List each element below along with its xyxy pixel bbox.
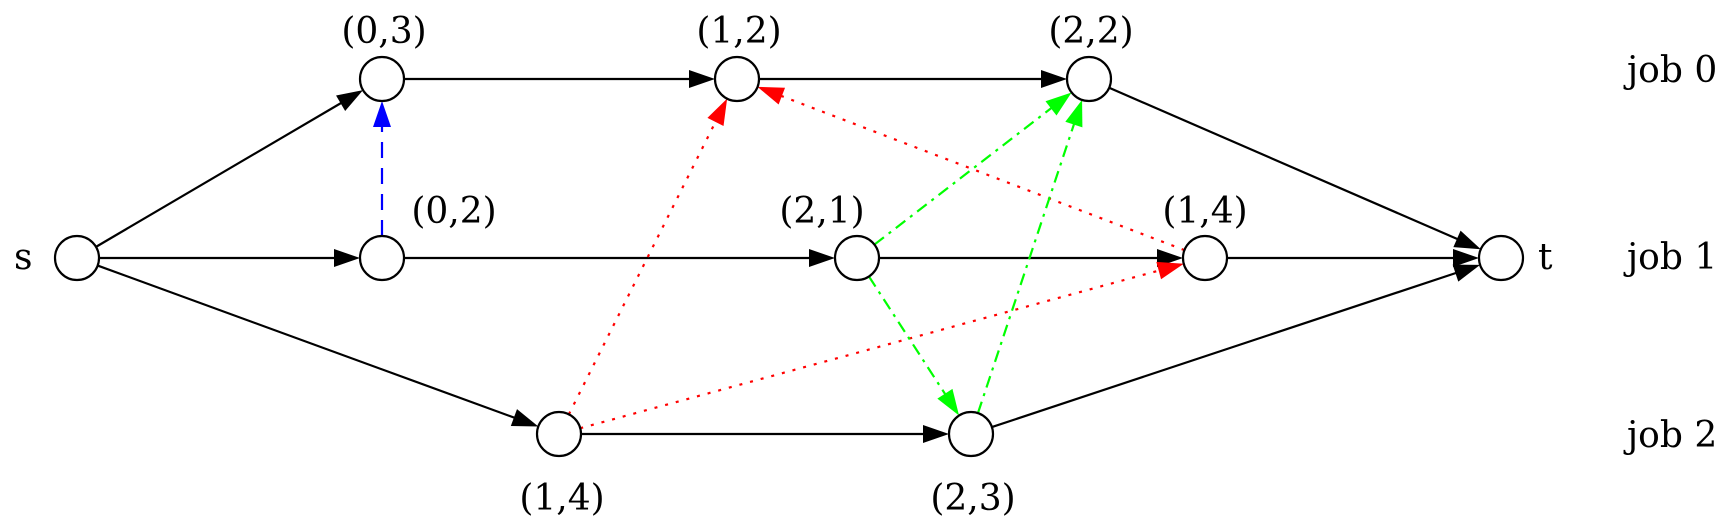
edge-j2a-to-j0b (567, 98, 728, 415)
node-label-j2b: (2,3) (930, 478, 1015, 519)
edge-j1c-to-j0b (757, 86, 1185, 252)
node-t (1477, 234, 1525, 282)
job-2-label: job 2 (1623, 415, 1717, 456)
node-j1c (1181, 234, 1229, 282)
node-j2a (535, 410, 583, 458)
node-j0b (713, 55, 761, 103)
source-label: s (14, 237, 32, 278)
job-1-label: job 1 (1623, 237, 1717, 278)
edge-j0c-to-t (1108, 86, 1481, 250)
edge-j2a-to-j2b (581, 425, 949, 443)
edge-j0b-to-j0c (759, 70, 1067, 88)
node-label-j2a: (1,4) (519, 478, 604, 519)
edge-j2a-to-j1c (579, 261, 1184, 430)
edges-layer (95, 70, 1481, 443)
node-label-j1a: (0,2) (411, 191, 496, 232)
node-label-j1b: (2,1) (779, 191, 864, 232)
node-label-j0b: (1,2) (696, 11, 781, 52)
node-j1a (358, 234, 406, 282)
node-label-j1c: (1,4) (1162, 191, 1247, 232)
sink-label: t (1538, 237, 1553, 278)
edge-j1b-to-j2b (868, 275, 960, 416)
node-j0c (1065, 55, 1113, 103)
edge-j1a-to-j0a (373, 101, 391, 236)
edge-j1b-to-j0c (873, 92, 1072, 246)
job-0-label: job 0 (1623, 50, 1717, 91)
node-label-j0c: (2,2) (1048, 11, 1133, 52)
node-j2b (947, 410, 995, 458)
edge-j2b-to-j0c (976, 99, 1083, 414)
edge-j1c-to-t (1227, 249, 1479, 267)
edge-s-to-j0a (95, 90, 364, 248)
nodes-layer: (0,3) (1,2) (2,2) (0,2) (2,1) (1,4) (1,4) (2,3) (53, 11, 1525, 519)
node-label-j0a: (0,3) (341, 11, 426, 52)
edge-s-to-j2a (97, 264, 539, 427)
edge-j1a-to-j1b (404, 249, 835, 267)
node-s (53, 234, 101, 282)
edge-j0a-to-j0b (404, 70, 715, 88)
node-j1b (833, 234, 881, 282)
node-j0a (358, 55, 406, 103)
edge-s-to-j1a (99, 249, 360, 267)
edge-j2b-to-t (991, 264, 1481, 429)
